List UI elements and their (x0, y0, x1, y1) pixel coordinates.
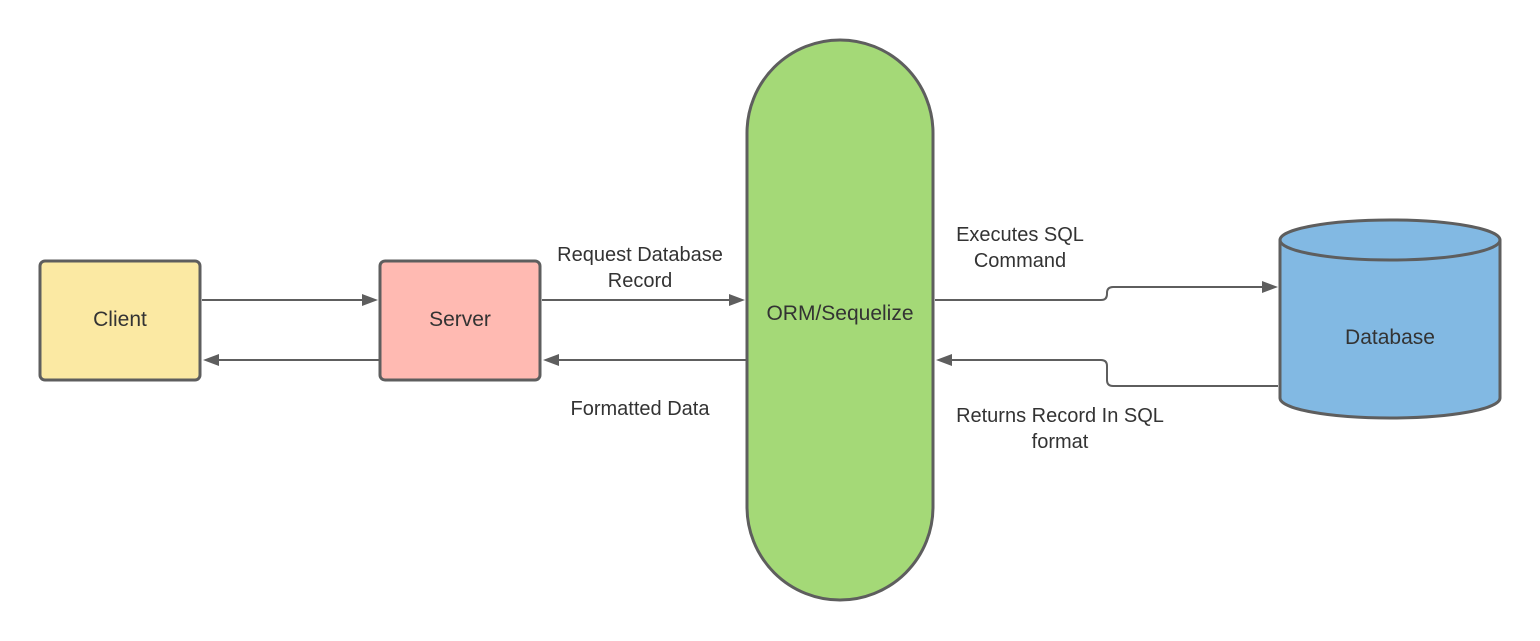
arrowhead-icon (203, 354, 219, 366)
arrowhead-icon (936, 354, 952, 366)
database-cylinder-top (1278, 218, 1502, 262)
arrowhead-icon (543, 354, 559, 366)
edge-server-to-orm: Request Database Record (542, 244, 745, 306)
orm-node: ORM/Sequelize (745, 38, 935, 602)
database-node: Database (1278, 218, 1502, 420)
server-box (378, 259, 542, 382)
returns-label-line1: Returns Record In SQL (956, 405, 1164, 427)
edge-orm-to-database: Executes SQL Command (935, 224, 1278, 301)
client-node: Client (38, 259, 202, 382)
orm-pill (745, 38, 935, 602)
edge-server-to-client (203, 354, 380, 366)
arrowhead-icon (1262, 281, 1278, 293)
edge-orm-to-server: Formatted Data (543, 354, 747, 420)
database-cylinder-body (1278, 240, 1502, 420)
edge-orm-to-database-line (935, 286, 1262, 301)
request-label-line1: Request Database (557, 244, 723, 266)
returns-label-line2: format (1032, 431, 1089, 453)
request-label-line2: Record (608, 270, 672, 292)
executes-label-line2: Command (974, 250, 1066, 272)
executes-label-line1: Executes SQL (956, 224, 1084, 246)
arrowhead-icon (729, 294, 745, 306)
client-box (38, 259, 202, 382)
database-label: Database (1345, 326, 1435, 349)
formatted-data-label: Formatted Data (571, 398, 711, 420)
orm-label: ORM/Sequelize (766, 302, 913, 325)
server-node: Server (378, 259, 542, 382)
arrowhead-icon (362, 294, 378, 306)
edge-client-to-server (202, 294, 378, 306)
edge-database-to-orm: Returns Record In SQL format (936, 354, 1278, 453)
server-label: Server (429, 308, 491, 331)
edge-database-to-orm-line (951, 359, 1278, 387)
client-label: Client (93, 308, 147, 331)
